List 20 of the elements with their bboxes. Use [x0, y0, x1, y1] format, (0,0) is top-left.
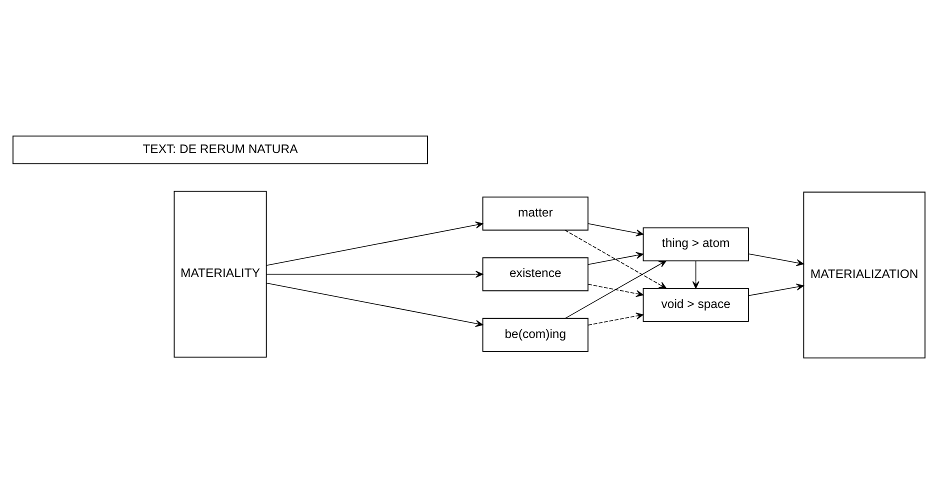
arrow	[266, 282, 484, 327]
node-box: matter	[482, 196, 588, 231]
arrow	[266, 222, 484, 266]
arrow	[564, 230, 667, 289]
node-box: void > space	[642, 288, 749, 322]
arrow	[564, 260, 666, 319]
arrow	[588, 312, 644, 326]
arrow	[266, 270, 484, 278]
node-box: TEXT: DE RERUM NATURA	[12, 136, 428, 164]
arrow	[588, 223, 644, 236]
node-box: MATERIALIZATION	[803, 192, 926, 358]
node-box: be(com)ing	[482, 318, 588, 352]
arrow	[748, 284, 804, 296]
arrow	[748, 253, 804, 266]
node-box: existence	[482, 257, 588, 292]
node-box: thing > atom	[642, 227, 749, 262]
arrow	[588, 284, 644, 298]
arrow	[588, 252, 644, 265]
node-box: MATERIALITY	[174, 190, 267, 358]
arrow	[692, 260, 700, 289]
